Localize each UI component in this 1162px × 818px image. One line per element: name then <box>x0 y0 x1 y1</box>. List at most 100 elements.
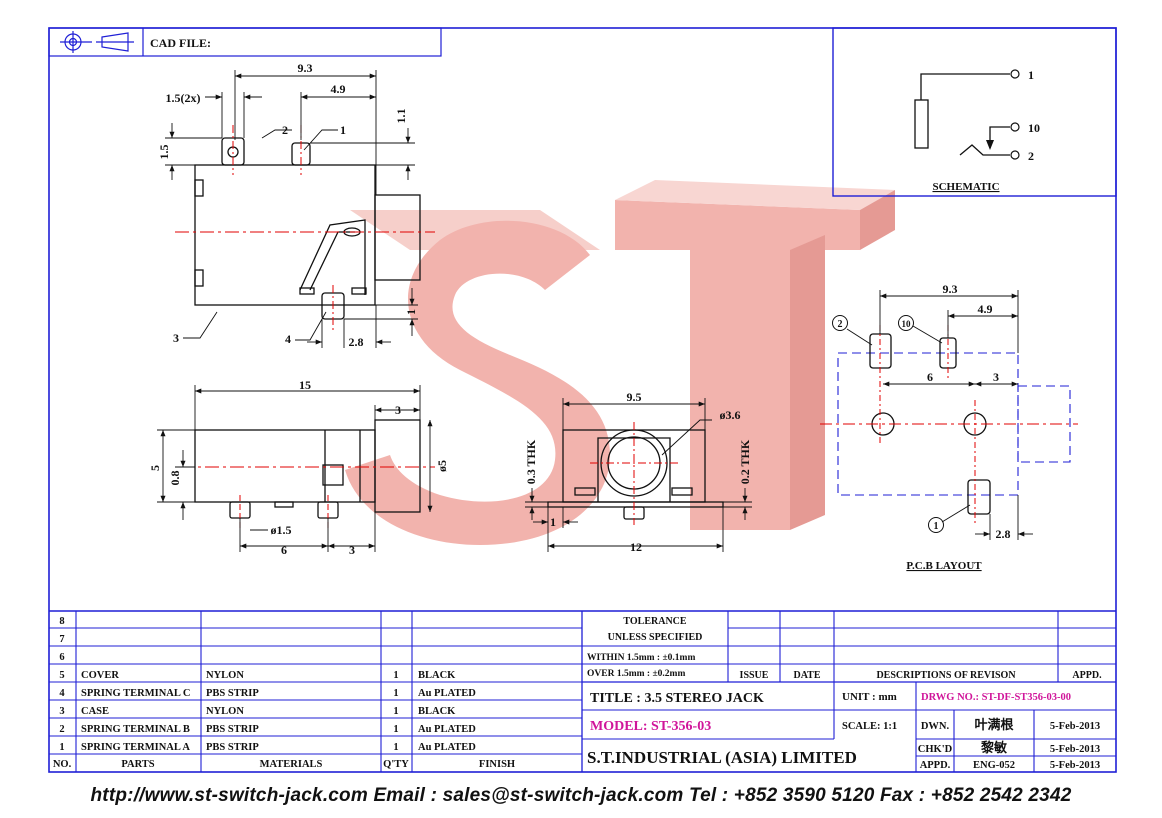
pcb-dim-4-9: 4.9 <box>978 302 993 316</box>
side-dim-3: 3 <box>395 403 401 417</box>
top-dim-9-3: 9.3 <box>298 61 313 75</box>
schematic-title: SCHEMATIC <box>932 181 999 193</box>
svg-text:Au PLATED: Au PLATED <box>418 724 476 735</box>
chkd-name: 黎敏 <box>981 740 1008 756</box>
svg-text:NYLON: NYLON <box>206 670 244 681</box>
parts-table: 8 7 6 5 COVER NYLON 1 BLACK 4 SPRING TER… <box>53 616 515 770</box>
svg-text:CASE: CASE <box>81 706 109 717</box>
schematic-pin-10: 10 <box>1028 121 1040 135</box>
svg-text:NO.: NO. <box>53 759 72 770</box>
svg-text:7: 7 <box>59 634 64 645</box>
top-callout-2: 2 <box>282 123 288 137</box>
pcb-dim-3: 3 <box>993 370 999 384</box>
front-dim-1: 1 <box>550 515 556 529</box>
parts-row-5: 5 COVER NYLON 1 BLACK <box>59 670 456 681</box>
pcb-layout <box>820 290 1078 540</box>
svg-text:BLACK: BLACK <box>418 706 456 717</box>
svg-text:3: 3 <box>59 706 64 717</box>
front-view <box>525 398 752 552</box>
front-dim-0-2-thk: 0.2 THK <box>738 439 752 484</box>
tolerance-within: WITHIN 1.5mm : ±0.1mm <box>587 653 695 663</box>
top-callout-1: 1 <box>340 123 346 137</box>
tolerance-title: TOLERANCE <box>623 616 686 627</box>
parts-row-8: 8 <box>59 616 64 627</box>
top-callout-3: 3 <box>173 331 179 345</box>
revision-appd-header: APPD. <box>1072 670 1102 681</box>
scale-label: SCALE: 1:1 <box>842 721 897 732</box>
svg-text:1: 1 <box>393 670 398 681</box>
front-dim-dia-3-6: ø3.6 <box>720 408 741 422</box>
side-dim-3b: 3 <box>349 543 355 557</box>
side-dim-15: 15 <box>299 378 311 392</box>
svg-text:FINISH: FINISH <box>479 759 515 770</box>
svg-text:SPRING TERMINAL B: SPRING TERMINAL B <box>81 724 190 735</box>
svg-text:2: 2 <box>59 724 64 735</box>
side-dim-0-8: 0.8 <box>168 471 182 486</box>
unit-label: UNIT : mm <box>842 691 897 703</box>
svg-text:Au PLATED: Au PLATED <box>418 742 476 753</box>
parts-row-2: 2 SPRING TERMINAL B PBS STRIP 1 Au PLATE… <box>59 724 476 735</box>
parts-row-4: 4 SPRING TERMINAL C PBS STRIP 1 Au PLATE… <box>59 688 476 699</box>
company-name: S.T.INDUSTRIAL (ASIA) LIMITED <box>587 748 857 767</box>
svg-text:1: 1 <box>393 688 398 699</box>
dwn-date: 5-Feb-2013 <box>1050 721 1100 732</box>
cad-file-header: CAD FILE: <box>48 27 442 57</box>
pcb-callout-1: 1 <box>934 521 939 532</box>
revision-date-header: DATE <box>793 670 820 681</box>
appd-name: ENG-052 <box>973 760 1015 771</box>
side-dim-dia-5: ø5 <box>435 460 449 472</box>
drawing-number: DRWG NO.: ST-DF-ST356-03-00 <box>921 692 1071 703</box>
top-dim-2-8: 2.8 <box>349 335 364 349</box>
dwn-name: 叶满根 <box>974 717 1014 733</box>
parts-row-1: 1 SPRING TERMINAL A PBS STRIP 1 Au PLATE… <box>59 742 476 753</box>
front-dim-12: 12 <box>630 540 642 554</box>
revision-issue-header: ISSUE <box>740 670 769 681</box>
svg-text:5: 5 <box>59 670 64 681</box>
chkd-date: 5-Feb-2013 <box>1050 744 1100 755</box>
pcb-layout-title: P.C.B LAYOUT <box>906 560 982 572</box>
svg-text:1: 1 <box>393 706 398 717</box>
contact-footer: http://www.st-switch-jack.com Email : sa… <box>90 785 1072 806</box>
side-dim-5: 5 <box>148 465 162 471</box>
schematic-pin-2: 2 <box>1028 149 1034 163</box>
svg-text:PARTS: PARTS <box>121 759 154 770</box>
parts-header-row: NO. PARTS MATERIALS Q'TY FINISH <box>53 759 515 770</box>
side-dim-dia-1-5: ø1.5 <box>271 523 292 537</box>
top-dim-1: 1 <box>404 309 418 315</box>
top-callout-4: 4 <box>285 332 291 346</box>
tolerance-over: OVER 1.5mm : ±0.2mm <box>587 669 685 679</box>
pcb-dim-2-8: 2.8 <box>996 527 1011 541</box>
parts-row-3: 3 CASE NYLON 1 BLACK <box>59 706 456 717</box>
svg-text:PBS STRIP: PBS STRIP <box>206 724 259 735</box>
parts-row-7: 7 <box>59 634 64 645</box>
svg-text:COVER: COVER <box>81 670 119 681</box>
svg-text:PBS STRIP: PBS STRIP <box>206 688 259 699</box>
svg-text:6: 6 <box>59 652 64 663</box>
side-view <box>157 385 435 552</box>
pcb-dim-9-3: 9.3 <box>943 282 958 296</box>
svg-text:BLACK: BLACK <box>418 670 456 681</box>
top-dim-1-5x2: 1.5(2x) <box>166 91 201 105</box>
top-dim-1-5: 1.5 <box>157 145 171 160</box>
schematic-pin-1: 1 <box>1028 68 1034 82</box>
svg-text:MATERIALS: MATERIALS <box>260 759 323 770</box>
chkd-label: CHK'D <box>918 744 953 755</box>
revision-desc-header: DESCRIPTIONS OF REVISON <box>876 670 1016 681</box>
svg-text:NYLON: NYLON <box>206 706 244 717</box>
svg-text:SPRING TERMINAL A: SPRING TERMINAL A <box>81 742 190 753</box>
tolerance-subtitle: UNLESS SPECIFIED <box>608 632 703 643</box>
svg-text:1: 1 <box>393 742 398 753</box>
svg-text:Q'TY: Q'TY <box>383 759 409 770</box>
drawing-title: TITLE : 3.5 STEREO JACK <box>590 691 764 706</box>
projection-symbol-icon <box>60 31 134 53</box>
top-view <box>165 70 435 348</box>
svg-text:Au PLATED: Au PLATED <box>418 688 476 699</box>
schematic-panel: 1 10 2 SCHEMATIC <box>832 27 1117 197</box>
front-dim-0-3-thk: 0.3 THK <box>524 439 538 484</box>
appd-label: APPD. <box>920 760 951 771</box>
cad-file-label: CAD FILE: <box>150 36 211 50</box>
side-dim-6: 6 <box>281 543 287 557</box>
svg-text:1: 1 <box>393 724 398 735</box>
top-dim-4-9: 4.9 <box>331 82 346 96</box>
